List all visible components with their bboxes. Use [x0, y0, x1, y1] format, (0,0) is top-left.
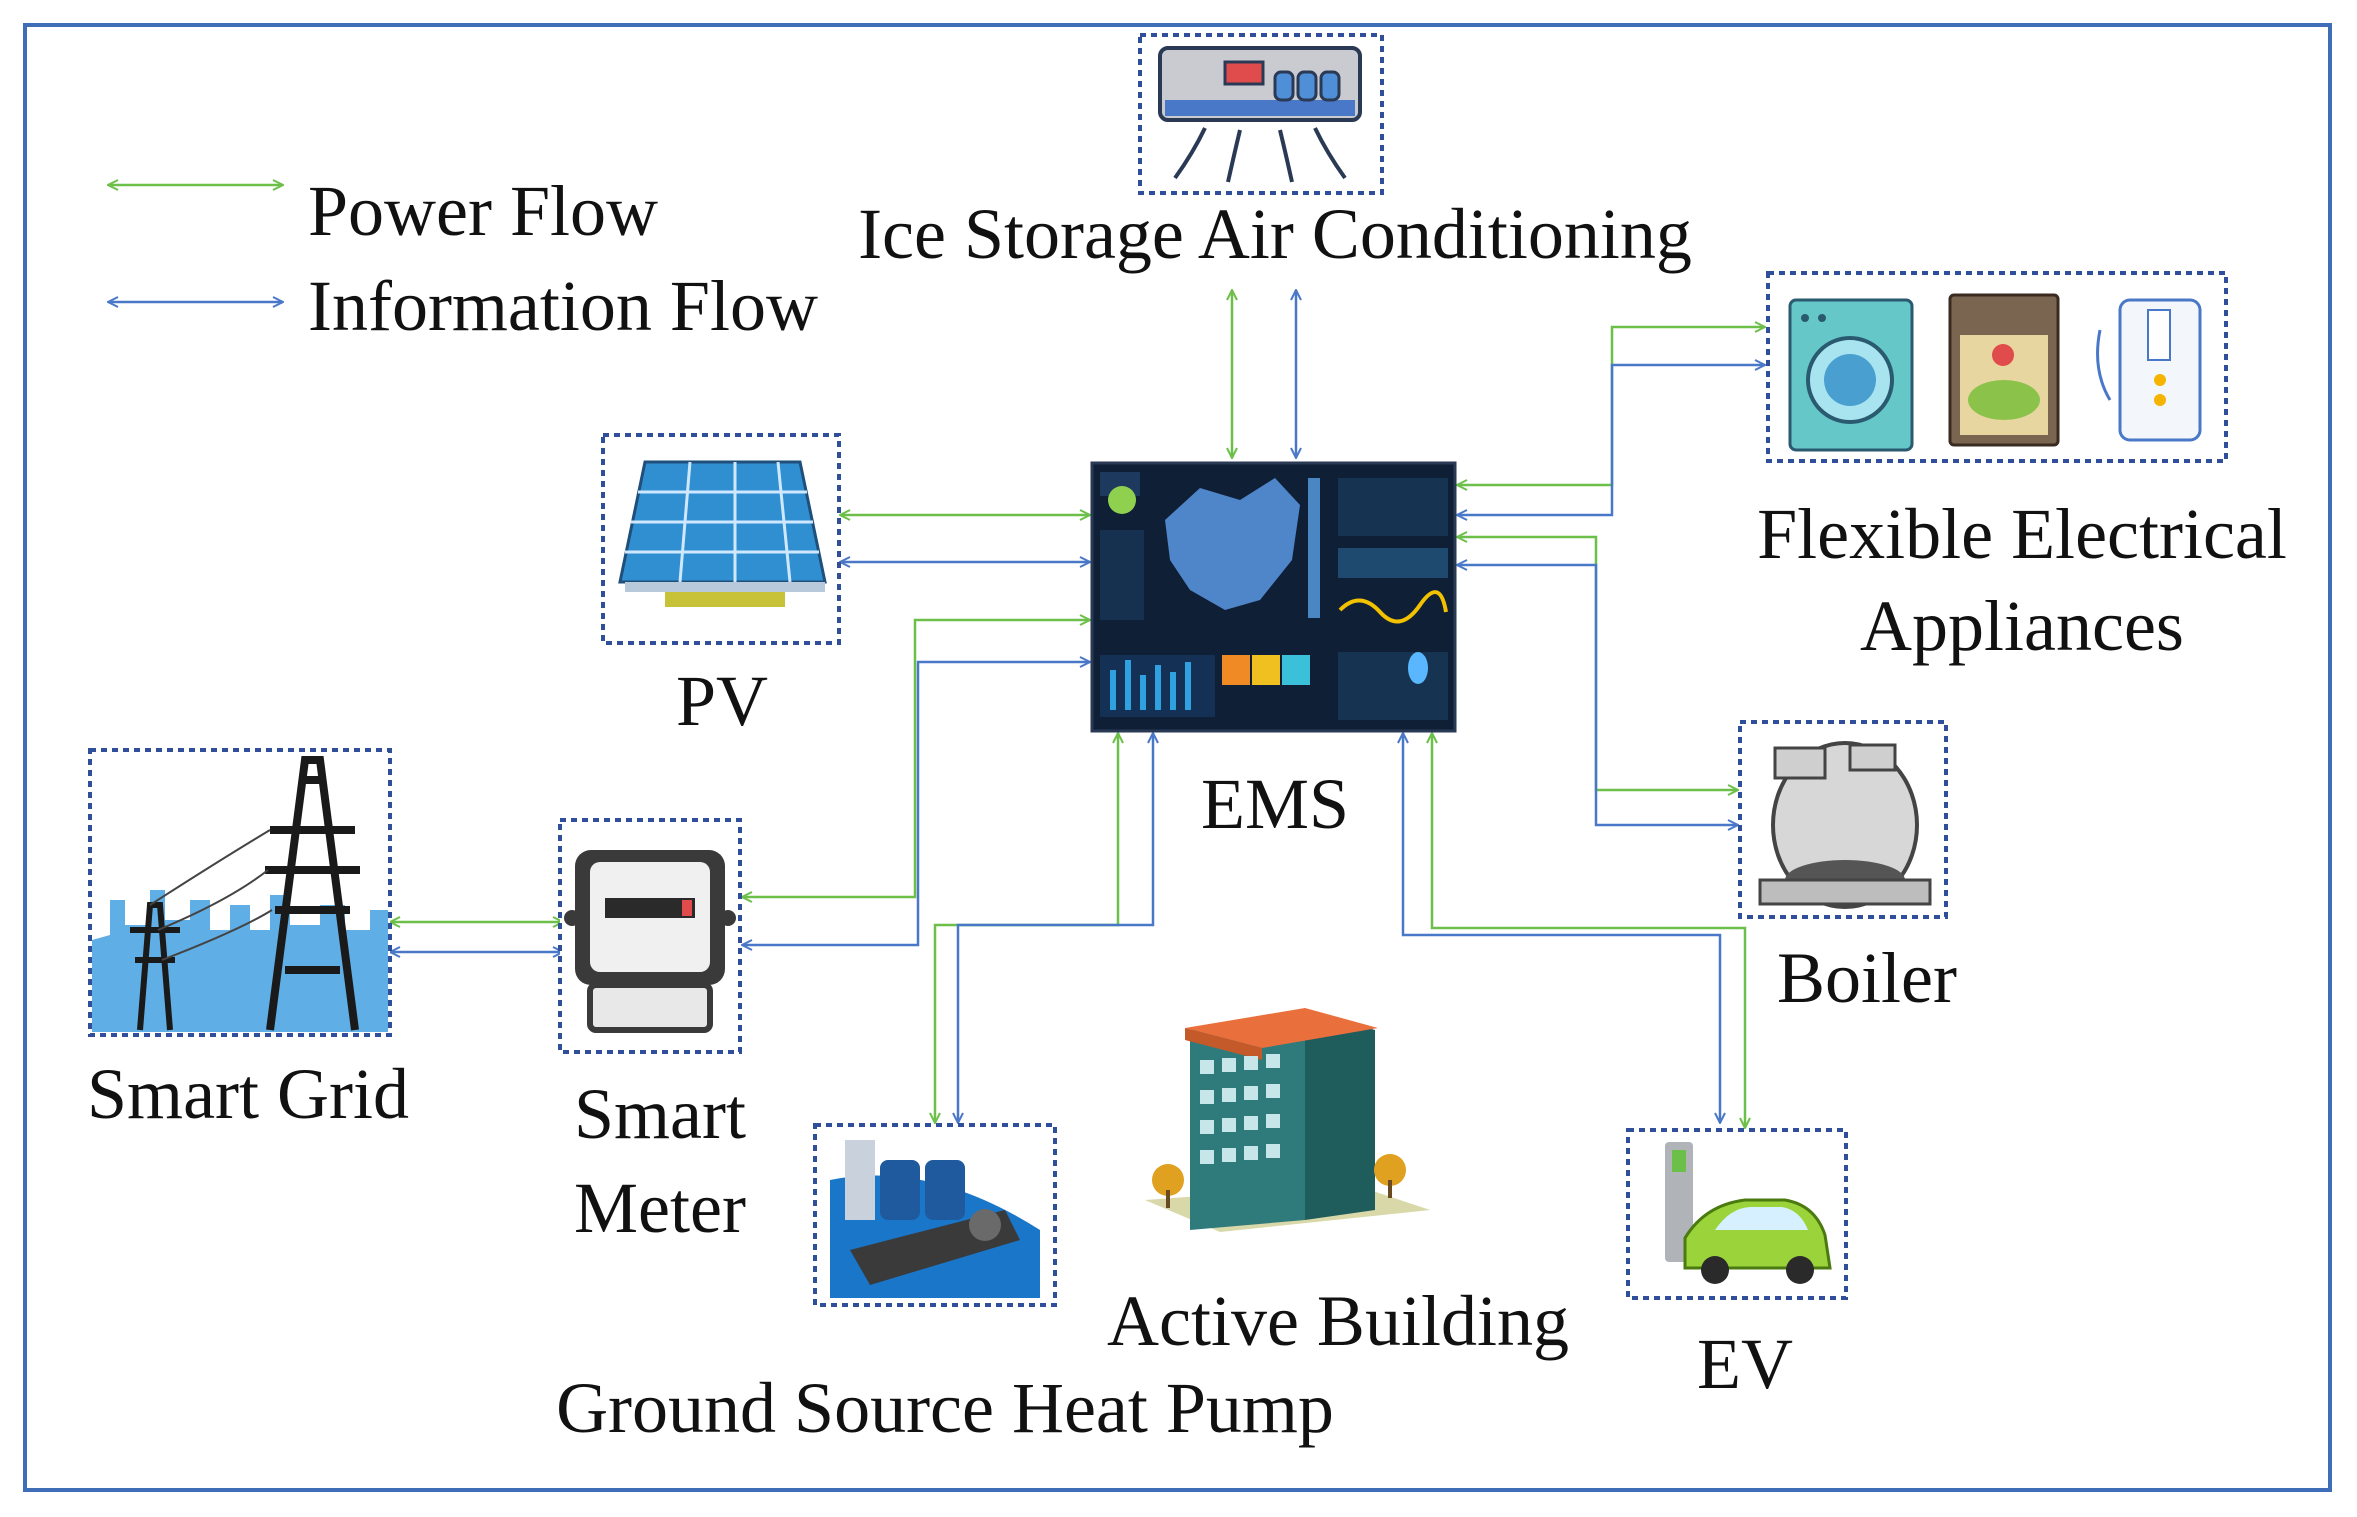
flexible-appliances-label-line1: Flexible Electrical: [1757, 494, 2287, 574]
ems-dashboard: [1090, 461, 1457, 733]
air-conditioner-icon: [1138, 33, 1384, 195]
info-flow-smart-meter: [742, 662, 1090, 945]
smart-meter-label-line1: Smart: [574, 1074, 746, 1154]
smart-grid-label: Smart Grid: [87, 1054, 409, 1134]
ice-storage-label: Ice Storage Air Conditioning: [858, 194, 1692, 274]
flexible-appliances-label-line2: Appliances: [1860, 586, 2184, 666]
boiler-icon: [1738, 720, 1948, 919]
info-flow-flexible-appliances: [1457, 365, 1765, 515]
appliances-icon: [1766, 271, 2228, 463]
power-flow-ground-source: [935, 733, 1118, 1123]
power-flow-ev: [1432, 733, 1745, 1128]
legend-power-flow-label: Power Flow: [308, 171, 658, 251]
smart-meter-icon: [558, 818, 742, 1054]
pv-label: PV: [676, 661, 768, 741]
info-flow-boiler: [1457, 565, 1738, 825]
heat-pump-icon: [813, 1123, 1057, 1307]
solar-panel-icon: [601, 433, 841, 645]
boiler-label: Boiler: [1777, 938, 1957, 1018]
legend-information-flow-label: Information Flow: [308, 266, 818, 346]
ev-label: EV: [1697, 1324, 1793, 1404]
info-flow-ev: [1403, 733, 1720, 1123]
ev-icon: [1626, 1128, 1848, 1300]
active-building-label: Active Building: [1107, 1281, 1569, 1361]
ground-source-label: Ground Source Heat Pump: [556, 1368, 1334, 1448]
outer-frame: [23, 23, 2332, 1492]
ems-label: EMS: [1201, 764, 1349, 844]
power-tower-icon: [88, 748, 392, 1037]
smart-meter-label-line2: Meter: [574, 1168, 746, 1248]
power-flow-boiler: [1457, 537, 1738, 790]
info-flow-ground-source: [958, 733, 1153, 1123]
building-icon: [1145, 1008, 1430, 1232]
